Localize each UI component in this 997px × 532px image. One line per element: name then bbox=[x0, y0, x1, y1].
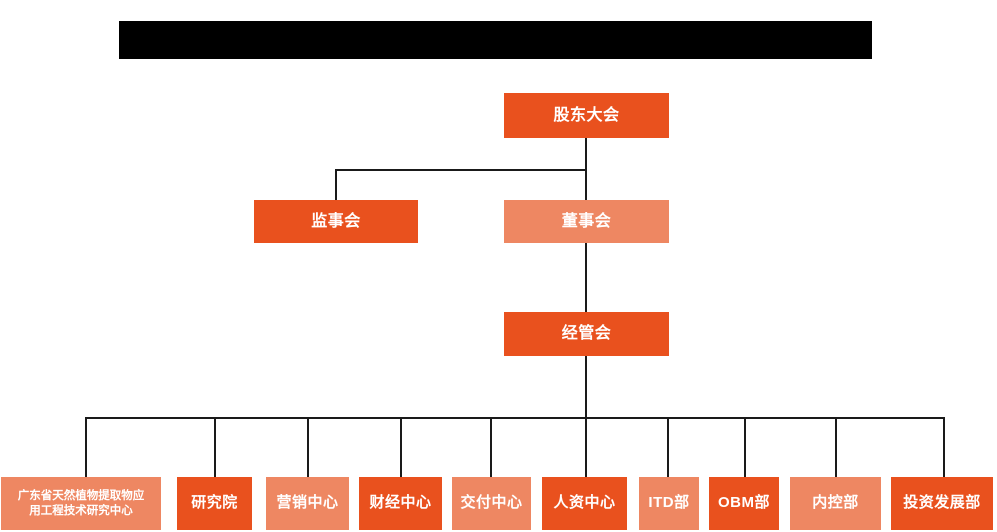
node-department-itd[interactable]: ITD部 bbox=[639, 477, 699, 530]
connector-directors-to-management bbox=[585, 243, 587, 312]
node-department-finance-center-label: 财经中心 bbox=[369, 494, 432, 512]
node-department-institute-label: 研究院 bbox=[191, 494, 238, 512]
connector-department-bus bbox=[85, 417, 944, 419]
node-department-investment-development-label: 投资发展部 bbox=[903, 494, 981, 512]
node-department-institute[interactable]: 研究院 bbox=[177, 477, 252, 530]
connector-shareholders-down bbox=[585, 138, 587, 171]
connector-directors-drop bbox=[585, 169, 587, 201]
node-board-of-directors[interactable]: 董事会 bbox=[504, 200, 669, 243]
connector-drop-dept-7 bbox=[667, 417, 669, 477]
connector-drop-dept-6 bbox=[585, 417, 587, 477]
node-management-committee-label: 经管会 bbox=[561, 325, 612, 342]
node-shareholders-meeting-label: 股东大会 bbox=[553, 106, 620, 124]
node-board-of-supervisors-label: 监事会 bbox=[311, 212, 361, 230]
node-department-research-center-label: 广东省天然植物提取物应 用工程技术研究中心 bbox=[17, 490, 145, 517]
node-department-internal-control[interactable]: 内控部 bbox=[790, 477, 881, 530]
node-shareholders-meeting[interactable]: 股东大会 bbox=[504, 93, 669, 138]
connector-supervisors-drop bbox=[335, 169, 337, 201]
node-department-internal-control-label: 内控部 bbox=[812, 494, 859, 512]
node-department-itd-label: ITD部 bbox=[648, 494, 690, 512]
node-department-obm-label: OBM部 bbox=[718, 494, 770, 512]
connector-drop-dept-9 bbox=[835, 417, 837, 477]
node-department-research-center[interactable]: 广东省天然植物提取物应 用工程技术研究中心 bbox=[1, 477, 161, 530]
node-department-marketing-center-label: 营销中心 bbox=[276, 494, 339, 512]
node-department-finance-center[interactable]: 财经中心 bbox=[359, 477, 442, 530]
node-department-marketing-center[interactable]: 营销中心 bbox=[266, 477, 349, 530]
connector-drop-dept-1 bbox=[85, 417, 87, 477]
connector-drop-dept-4 bbox=[400, 417, 402, 477]
node-board-of-supervisors[interactable]: 监事会 bbox=[254, 200, 418, 243]
connector-drop-dept-8 bbox=[744, 417, 746, 477]
node-department-obm[interactable]: OBM部 bbox=[709, 477, 779, 530]
node-department-delivery-center-label: 交付中心 bbox=[460, 494, 523, 512]
node-department-delivery-center[interactable]: 交付中心 bbox=[452, 477, 531, 530]
node-management-committee[interactable]: 经管会 bbox=[504, 312, 669, 356]
node-department-hr-center-label: 人资中心 bbox=[553, 494, 616, 512]
node-board-of-directors-label: 董事会 bbox=[561, 212, 612, 230]
connector-drop-dept-3 bbox=[307, 417, 309, 477]
node-department-hr-center[interactable]: 人资中心 bbox=[542, 477, 627, 530]
connector-drop-dept-2 bbox=[214, 417, 216, 477]
node-department-investment-development[interactable]: 投资发展部 bbox=[891, 477, 993, 530]
connector-shareholders-split bbox=[335, 169, 587, 171]
connector-drop-dept-10 bbox=[943, 417, 945, 477]
connector-management-to-bus bbox=[585, 356, 587, 419]
connector-drop-dept-5 bbox=[490, 417, 492, 477]
redacted-title-banner bbox=[119, 21, 872, 59]
